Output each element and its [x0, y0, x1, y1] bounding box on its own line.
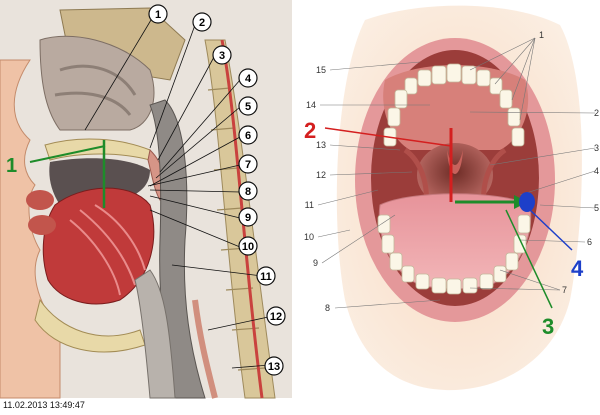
left-label-6: 6 [238, 125, 258, 145]
svg-text:1: 1 [6, 155, 17, 177]
left-label-1: 1 [148, 4, 168, 24]
right-annotation-3: 3 [455, 195, 554, 339]
timestamp: 11.02.2013 13:49:47 [3, 400, 85, 410]
svg-text:6: 6 [245, 130, 251, 142]
left-label-8: 8 [238, 181, 258, 201]
right-label-13: 13 [316, 140, 326, 150]
right-label-8: 8 [325, 303, 330, 313]
upper-teeth [383, 63, 525, 147]
left-label-3: 3 [212, 45, 232, 65]
lower-teeth [377, 214, 531, 295]
svg-text:8: 8 [245, 186, 251, 198]
svg-text:10: 10 [242, 241, 254, 253]
right-annotation-4: 4 [519, 192, 584, 281]
right-label-2: 2 [594, 108, 599, 118]
svg-text:4: 4 [245, 73, 252, 85]
left-label-4: 4 [238, 68, 258, 88]
left-label-11: 11 [256, 266, 276, 286]
right-label-7: 7 [562, 285, 567, 295]
right-label-10: 10 [304, 232, 314, 242]
right-label-15: 15 [316, 65, 326, 75]
svg-text:3: 3 [219, 50, 225, 62]
right-label-11: 11 [305, 200, 314, 210]
svg-text:11: 11 [260, 271, 272, 283]
left-callout-labels: 1 2 3 4 5 6 7 8 9 10 11 12 13 [148, 4, 286, 376]
right-label-4: 4 [594, 166, 599, 176]
right-label-9: 9 [313, 258, 318, 268]
left-label-5: 5 [238, 96, 258, 116]
left-label-10: 10 [238, 236, 258, 256]
svg-text:12: 12 [270, 311, 282, 323]
left-label-13: 13 [264, 356, 284, 376]
right-label-6: 6 [587, 237, 592, 247]
svg-text:1: 1 [155, 9, 161, 21]
right-label-5: 5 [594, 203, 599, 213]
sagittal-section-panel: 1 2 3 4 5 6 7 8 9 10 11 12 13 1 [0, 0, 292, 399]
left-annotation-1: 1 [6, 140, 106, 208]
svg-text:3: 3 [542, 314, 554, 339]
svg-text:2: 2 [304, 118, 316, 143]
left-label-7: 7 [238, 154, 258, 174]
left-label-12: 12 [266, 306, 286, 326]
svg-text:4: 4 [571, 256, 584, 281]
right-label-12: 12 [316, 170, 326, 180]
left-label-9: 9 [238, 207, 258, 227]
svg-text:13: 13 [268, 361, 280, 373]
svg-text:2: 2 [199, 17, 205, 29]
right-label-1: 1 [539, 30, 544, 40]
svg-text:9: 9 [245, 212, 251, 224]
svg-text:5: 5 [245, 101, 251, 113]
svg-text:7: 7 [245, 159, 251, 171]
right-annotation-2: 2 [304, 118, 453, 202]
right-label-14: 14 [306, 100, 316, 110]
open-mouth-panel: 1 2 3 4 5 6 7 8 9 10 11 12 13 14 15 2 [300, 0, 600, 415]
left-label-2: 2 [192, 12, 212, 32]
right-label-3: 3 [594, 143, 599, 153]
right-callout-labels: 1 2 3 4 5 6 7 8 9 10 11 12 13 14 15 [304, 30, 599, 313]
